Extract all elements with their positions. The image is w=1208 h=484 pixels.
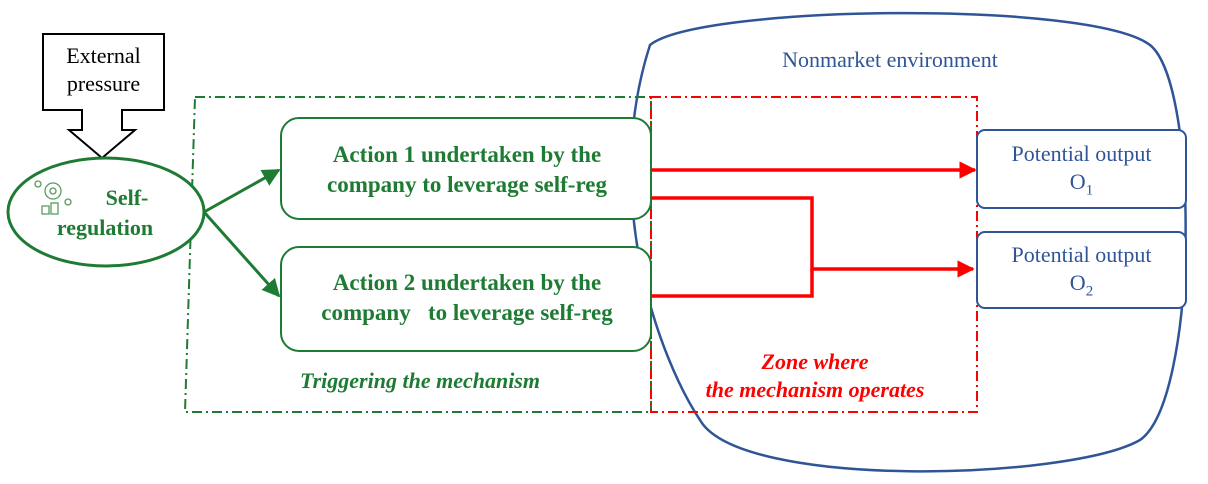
action-1-label: Action 1 undertaken by the company to le… bbox=[327, 142, 607, 197]
arrow-to-action-2 bbox=[202, 211, 281, 298]
output-1-label: Potential output O1 bbox=[1011, 141, 1152, 199]
nonmarket-environment-label: Nonmarket environment bbox=[782, 47, 998, 72]
self-regulation-label: Self- regulation bbox=[56, 185, 154, 240]
action-2-label: Action 2 undertaken by the company to le… bbox=[321, 270, 613, 325]
triggering-mechanism-label: Triggering the mechanism bbox=[300, 368, 540, 393]
external-pressure-box bbox=[42, 33, 165, 160]
arrow-to-action-1 bbox=[203, 168, 281, 214]
output-1-box bbox=[976, 129, 1187, 209]
connector-action2-to-output2 bbox=[651, 269, 814, 298]
nonmarket-environment-boundary bbox=[629, 11, 1187, 473]
arrow-action1-to-output2 bbox=[651, 196, 975, 278]
external-pressure-label: External pressure bbox=[66, 43, 141, 96]
zone-label: Zone where the mechanism operates bbox=[705, 349, 925, 402]
output-2-label: Potential output O2 bbox=[1011, 242, 1152, 300]
triggering-zone-boundary bbox=[183, 96, 652, 413]
output-2-box bbox=[976, 231, 1187, 309]
sustainability-icon bbox=[34, 180, 72, 215]
action-2-box bbox=[280, 246, 652, 352]
